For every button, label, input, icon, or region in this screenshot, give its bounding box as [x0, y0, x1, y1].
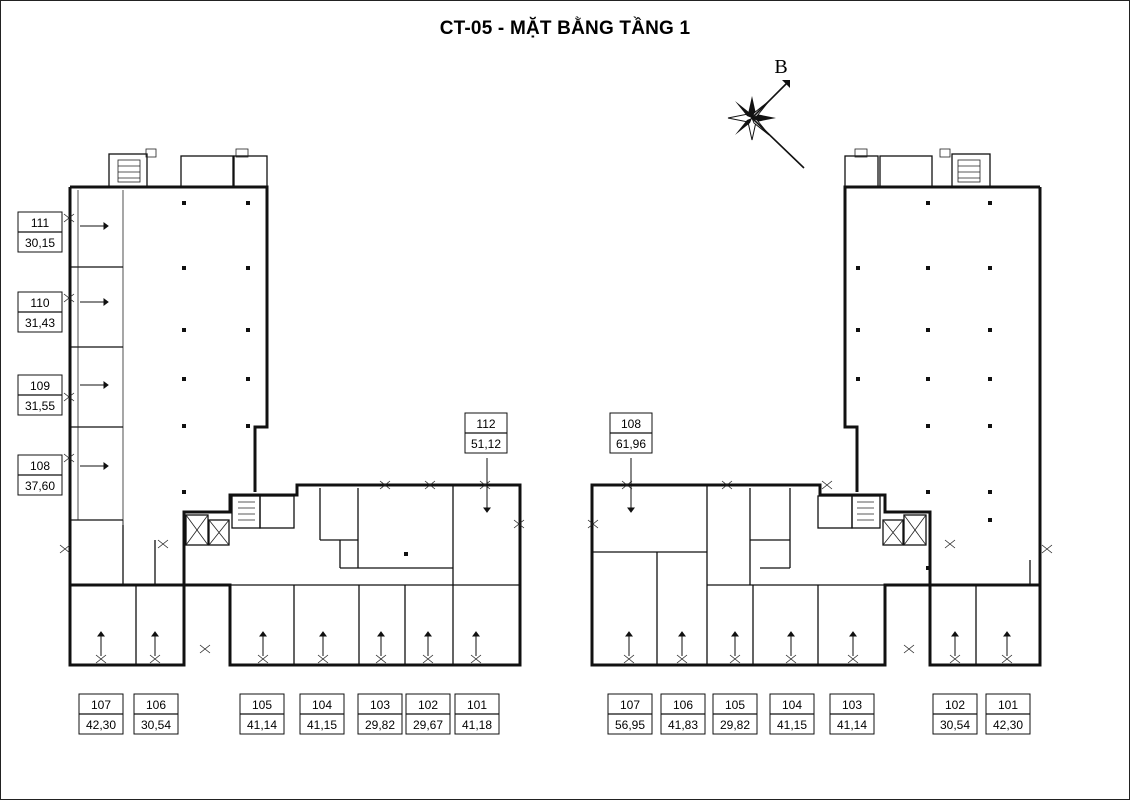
unit-code: 101: [998, 698, 1018, 712]
unit-code: 106: [146, 698, 166, 712]
unit-code: 105: [725, 698, 745, 712]
unit-label: 107 42,30: [78, 693, 124, 735]
unit-area: 41,14: [247, 718, 277, 732]
unit-label: 105 29,82: [712, 693, 758, 735]
unit-area: 56,95: [615, 718, 645, 732]
unit-code: 108: [30, 459, 50, 473]
page-title: CT-05 - MẶT BẰNG TẦNG 1: [439, 18, 691, 39]
unit-area: 30,15: [25, 236, 55, 250]
unit-code: 111: [31, 216, 50, 230]
right-unit-labels: 108 61,96 107 56,95 106 41,83 105 29,82 …: [607, 412, 1031, 735]
right-wing-plan: [587, 148, 1053, 667]
unit-area: 29,67: [413, 718, 443, 732]
unit-area: 42,30: [86, 718, 116, 732]
unit-area: 41,15: [307, 718, 337, 732]
unit-label: 103 41,14: [829, 693, 875, 735]
unit-label: 101 42,30: [985, 693, 1031, 735]
unit-area: 31,43: [25, 316, 55, 330]
unit-label: 104 41,15: [769, 693, 815, 735]
unit-area: 41,14: [837, 718, 867, 732]
unit-label: 105 41,14: [239, 693, 285, 735]
unit-area: 42,30: [993, 718, 1023, 732]
unit-code: 108: [621, 417, 641, 431]
unit-label: 106 30,54: [133, 693, 179, 735]
unit-label: 102 30,54: [932, 693, 978, 735]
unit-label: 111 30,15: [17, 211, 63, 253]
unit-code: 106: [673, 698, 693, 712]
unit-code: 101: [467, 698, 487, 712]
unit-label: 104 41,15: [299, 693, 345, 735]
unit-area: 31,55: [25, 399, 55, 413]
unit-code: 107: [620, 698, 640, 712]
unit-label: 107 56,95: [607, 693, 653, 735]
unit-code: 102: [418, 698, 438, 712]
unit-code: 105: [252, 698, 272, 712]
unit-area: 29,82: [365, 718, 395, 732]
unit-code: 104: [782, 698, 802, 712]
unit-label: 108 61,96: [609, 412, 653, 454]
unit-label: 109 31,55: [17, 374, 63, 416]
compass-north-label: B: [774, 56, 787, 78]
unit-label: 106 41,83: [660, 693, 706, 735]
left-unit-labels: 111 30,15 110 31,43 109 31,55 108 37,60 …: [17, 211, 508, 735]
left-wing-plan: [59, 148, 525, 667]
unit-area: 41,83: [668, 718, 698, 732]
unit-label: 112 51,12: [464, 412, 508, 454]
unit-area: 30,54: [940, 718, 970, 732]
unit-code: 110: [30, 296, 49, 310]
unit-code: 107: [91, 698, 111, 712]
unit-area: 41,18: [462, 718, 492, 732]
unit-code: 104: [312, 698, 332, 712]
unit-code: 112: [476, 417, 495, 431]
unit-label: 102 29,67: [405, 693, 451, 735]
unit-area: 51,12: [471, 437, 501, 451]
unit-label: 103 29,82: [357, 693, 403, 735]
unit-code: 109: [30, 379, 50, 393]
unit-area: 41,15: [777, 718, 807, 732]
unit-label: 110 31,43: [17, 291, 63, 333]
unit-code: 103: [370, 698, 390, 712]
unit-label: 108 37,60: [17, 454, 63, 496]
unit-area: 29,82: [720, 718, 750, 732]
compass-rose-icon: B: [727, 56, 805, 169]
unit-code: 103: [842, 698, 862, 712]
unit-label: 101 41,18: [454, 693, 500, 735]
unit-area: 37,60: [25, 479, 55, 493]
unit-area: 61,96: [616, 437, 646, 451]
unit-area: 30,54: [141, 718, 171, 732]
unit-code: 102: [945, 698, 965, 712]
